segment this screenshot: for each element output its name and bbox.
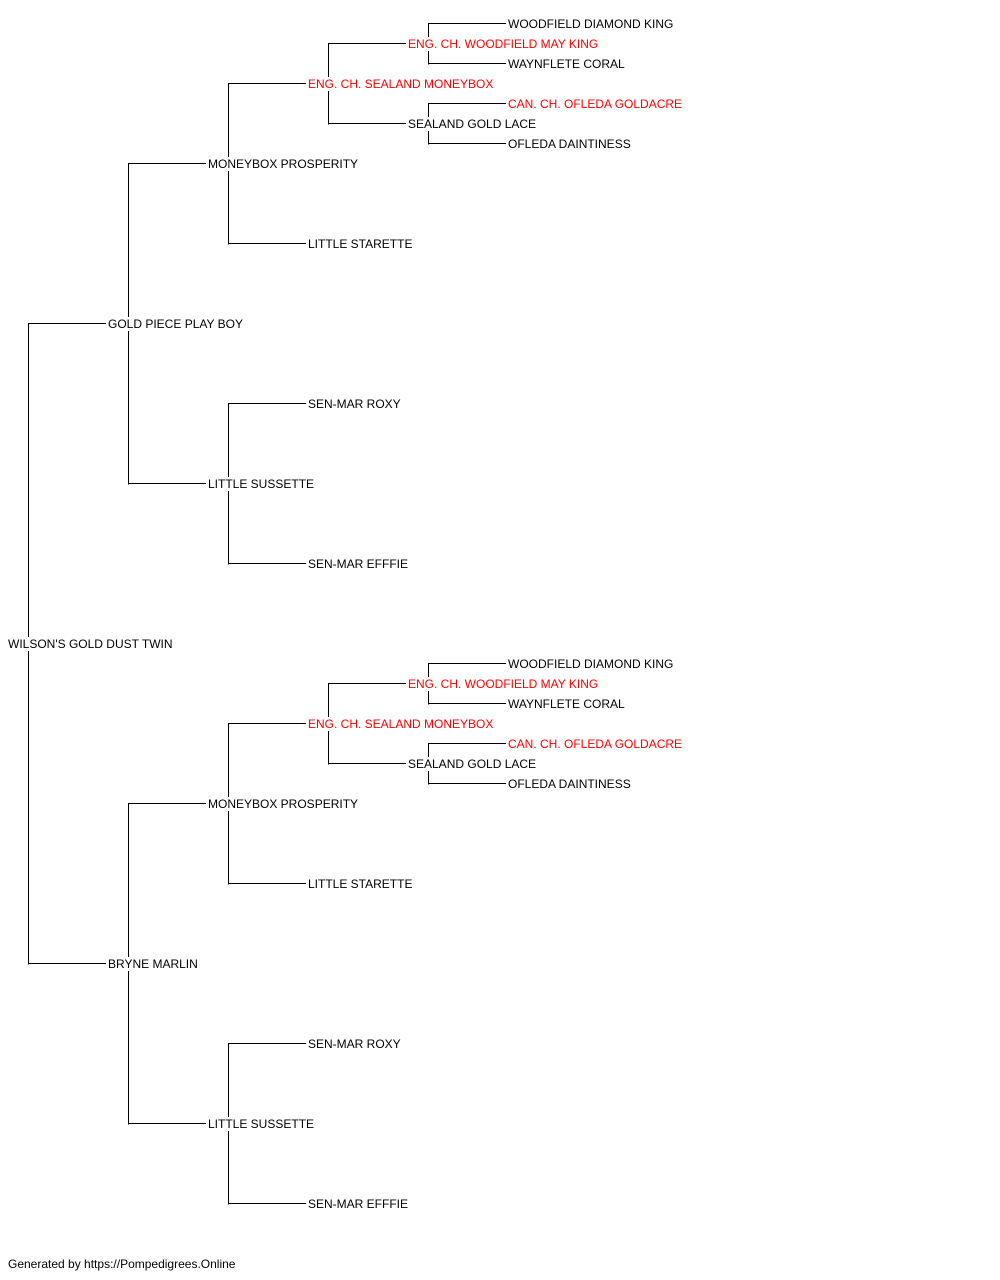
ancestor-name: SEN-MAR EFFFIE xyxy=(306,1197,411,1211)
ancestor-name: GOLD PIECE PLAY BOY xyxy=(106,317,245,331)
ancestor-name: MONEYBOX PROSPERITY xyxy=(206,157,361,171)
ancestor-name: WAYNFLETE CORAL xyxy=(506,697,627,711)
ancestor-name: MONEYBOX PROSPERITY xyxy=(206,797,361,811)
ancestor-name: WOODFIELD DIAMOND KING xyxy=(506,657,676,671)
ancestor-name: ENG. CH. SEALAND MONEYBOX xyxy=(306,717,496,731)
ancestor-name: BRYNE MARLIN xyxy=(106,957,200,971)
ancestor-name: CAN. CH. OFLEDA GOLDACRE xyxy=(506,737,685,751)
ancestor-name: SEN-MAR EFFFIE xyxy=(306,557,411,571)
ancestor-name: OFLEDA DAINTINESS xyxy=(506,137,633,151)
ancestor-name: CAN. CH. OFLEDA GOLDACRE xyxy=(506,97,685,111)
ancestor-name: LITTLE SUSSETTE xyxy=(206,477,317,491)
ancestor-name: ENG. CH. WOODFIELD MAY KING xyxy=(406,37,601,51)
ancestor-name: SEN-MAR ROXY xyxy=(306,397,403,411)
footer-credit: Generated by https://Pompedigrees.Online xyxy=(8,1257,236,1271)
ancestor-name: SEN-MAR ROXY xyxy=(306,1037,403,1051)
ancestor-name: WOODFIELD DIAMOND KING xyxy=(506,17,676,31)
ancestor-name: WAYNFLETE CORAL xyxy=(506,57,627,71)
ancestor-name: SEALAND GOLD LACE xyxy=(406,117,539,131)
ancestor-name: SEALAND GOLD LACE xyxy=(406,757,539,771)
ancestor-name: LITTLE STARETTE xyxy=(306,877,415,891)
ancestor-name: ENG. CH. SEALAND MONEYBOX xyxy=(306,77,496,91)
ancestor-name: LITTLE SUSSETTE xyxy=(206,1117,317,1131)
ancestor-name: ENG. CH. WOODFIELD MAY KING xyxy=(406,677,601,691)
ancestor-name: OFLEDA DAINTINESS xyxy=(506,777,633,791)
ancestor-name: LITTLE STARETTE xyxy=(306,237,415,251)
subject-dog-name: WILSON'S GOLD DUST TWIN xyxy=(6,637,175,651)
